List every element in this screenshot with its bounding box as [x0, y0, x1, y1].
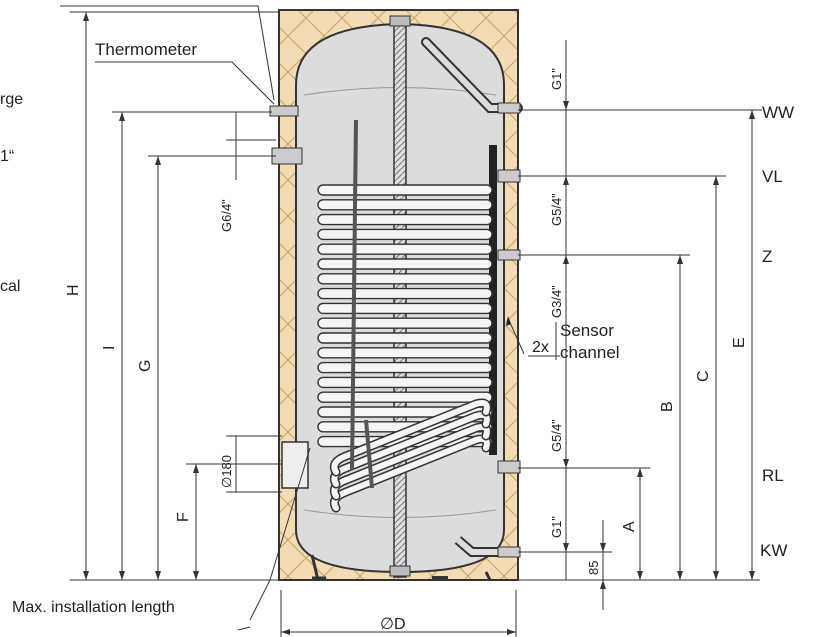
- thermometer-label: Thermometer: [95, 40, 197, 59]
- vl-stub: [497, 169, 521, 183]
- coil-winding: [317, 376, 493, 389]
- sensor-arrow: [506, 316, 511, 326]
- dim-180: ∅180: [219, 455, 234, 488]
- dim-A: A: [621, 521, 638, 532]
- sensor-channel-bar: [489, 145, 497, 455]
- dim-C: C: [695, 370, 712, 382]
- coil-winding: [317, 302, 493, 315]
- left-arrowheads: [83, 12, 199, 580]
- bottom-arrow: [237, 626, 251, 631]
- coil-winding: [317, 243, 493, 255]
- coil-lead-right: [364, 419, 374, 489]
- z-label: Z: [762, 247, 772, 266]
- dim-g3-4: G3/4": [549, 285, 564, 318]
- rl-label: RL: [762, 466, 784, 485]
- sensor-label-line1: Sensor: [560, 321, 614, 340]
- sensor-count-label: 2x: [532, 339, 549, 356]
- ww-label: WW: [762, 103, 794, 122]
- max-install-label: Max. installation length: [12, 599, 175, 616]
- right-dimension-lines: [518, 40, 762, 610]
- coil-winding: [317, 361, 493, 374]
- vl-label: VL: [762, 167, 783, 186]
- kw-stub: [497, 546, 521, 558]
- dim-g1-bot: G1": [549, 516, 564, 538]
- max-install-leader: [249, 447, 311, 621]
- partial-label-mid: 1“: [0, 148, 14, 165]
- anode-cap-bottom: [389, 565, 411, 577]
- dim-I: I: [101, 346, 118, 350]
- electric-heater-flange: [281, 441, 309, 489]
- partial-label-low: cal: [0, 278, 20, 295]
- lower-coil-winding: [331, 424, 490, 499]
- coil-winding: [317, 287, 493, 300]
- dim-H: H: [65, 284, 82, 296]
- coil-winding: [317, 228, 493, 241]
- diameter-label: ∅D: [380, 616, 406, 633]
- right-arrowheads: [563, 101, 755, 589]
- lower-coil-winding: [331, 412, 490, 487]
- coil-winding: [317, 184, 493, 196]
- left-dimension-lines: [70, 11, 282, 580]
- foot-right: [484, 571, 492, 581]
- heater-flange-stub: [271, 147, 303, 165]
- dim-g1-top: G1": [549, 68, 564, 90]
- dim-g5-4-bot: G5/4": [549, 419, 564, 452]
- coil-winding: [317, 273, 493, 285]
- lower-coil-winding: [331, 400, 490, 475]
- top-label-leader: [60, 5, 275, 101]
- dim-g6-4: G6/4": [219, 199, 234, 232]
- dim-g5-4-top: G5/4": [549, 193, 564, 226]
- dim-F: F: [175, 512, 192, 522]
- coil-winding: [317, 213, 493, 226]
- coil-winding: [317, 258, 493, 270]
- rl-stub: [497, 460, 521, 474]
- dim-G: G: [137, 360, 154, 372]
- coil-winding: [317, 391, 493, 403]
- anode-rod: [393, 21, 407, 578]
- dim-B: B: [659, 401, 676, 412]
- kw-label: KW: [760, 541, 787, 560]
- z-stub: [497, 249, 521, 261]
- coil-winding: [317, 347, 493, 359]
- ww-stub: [497, 102, 521, 114]
- lower-coil-winding: [331, 436, 490, 511]
- coil-winding: [317, 332, 493, 344]
- dim-E: E: [731, 337, 748, 348]
- lower-coil: [329, 398, 492, 513]
- foot-left: [310, 554, 326, 581]
- sensor-label-line2: channel: [560, 343, 620, 362]
- coil-winding: [317, 199, 493, 211]
- partial-label-top: rge: [0, 91, 23, 108]
- thermometer-stub: [269, 105, 299, 117]
- thermometer-leader: [95, 61, 275, 105]
- coil-lead-left: [350, 119, 358, 471]
- coil-winding: [317, 317, 493, 329]
- heat-exchanger-coil: [317, 184, 493, 448]
- anode-cap-top: [389, 15, 411, 27]
- dim-85: 85: [586, 561, 601, 575]
